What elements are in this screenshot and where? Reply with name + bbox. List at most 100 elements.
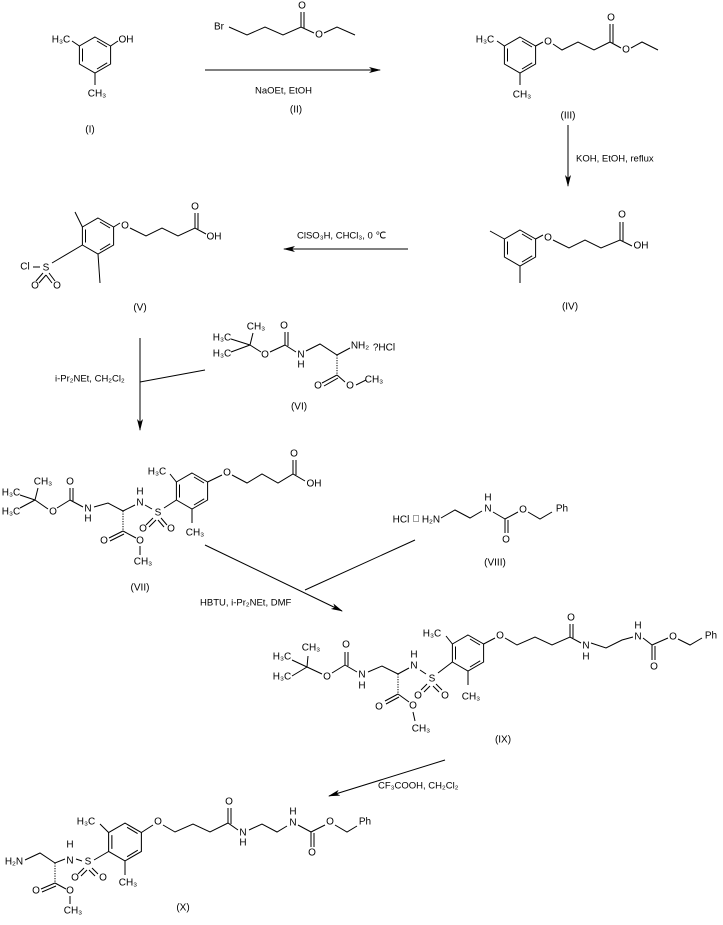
compound-label: (V) [133, 303, 146, 314]
benzene-ring [451, 634, 485, 672]
atom-label: O [342, 640, 350, 651]
atom-label: O [323, 672, 331, 683]
atom-label: O [544, 233, 552, 244]
reaction-arrow [204, 544, 343, 612]
atom-label: O [31, 281, 39, 292]
atom-label: NH₂ [351, 341, 369, 352]
compound-label: (VIII) [484, 558, 506, 569]
atom-label: N [289, 818, 296, 829]
atom-label: O [121, 221, 129, 232]
atom-label: O [100, 536, 108, 547]
atom-label: CH₃ [247, 322, 266, 333]
atom-label: S [429, 674, 436, 685]
atom-label: N [66, 856, 73, 867]
atom-label: CH₃ [412, 724, 431, 735]
bonds [24, 808, 358, 904]
atom-label: CH₃ [88, 89, 107, 100]
atom-label: O [326, 817, 334, 828]
atom-label: OH [119, 35, 134, 46]
atom-label: O [375, 702, 383, 713]
compound-label: (IV) [562, 302, 578, 313]
atom-label: O [496, 631, 504, 642]
atom-label: O [53, 281, 61, 292]
atom-label: O [519, 505, 527, 516]
atom-label: □ [413, 514, 419, 525]
benzene-ring [81, 217, 115, 255]
atom-label: CH₃ [513, 90, 532, 101]
reagent-label: NaOEt, EtOH [255, 86, 312, 97]
atom-label: Ph [556, 504, 568, 515]
atom-label: H [66, 840, 73, 851]
atom-label: CH₃ [64, 906, 83, 917]
atom-label: H [84, 514, 91, 525]
atom-label: O [261, 350, 269, 361]
atom-label: O [136, 536, 144, 547]
compound-I: OH H₃C CH₃ (I) [52, 35, 134, 136]
atom-label: H [582, 652, 589, 663]
atom-label: OH [307, 479, 322, 490]
reagent-label: ClSO₃H, CHCl₃, 0 ℃ [297, 231, 386, 242]
atom-label: CH₃ [365, 375, 384, 386]
reagent-join-line [304, 539, 416, 591]
bonds [496, 24, 659, 85]
atom-label: O [191, 202, 199, 213]
compound-VI: H₃C H₃C CH₃ O O N H NH₂ ?HCl O O CH₃ (VI… [213, 321, 395, 413]
bonds [230, 332, 367, 387]
atom-label: N [297, 350, 304, 361]
atom-label: O [618, 210, 626, 221]
compound-IX: H₃C H₃C CH₃ O O N H N H S O O O O CH₃ H₃… [273, 613, 717, 746]
atom-label: O [567, 613, 575, 624]
atom-label: CH₃ [462, 692, 481, 703]
atom-label: O [71, 873, 79, 884]
atom-label: Cl [20, 262, 29, 273]
atom-label: O [66, 886, 74, 897]
atom-label: O [502, 535, 510, 546]
atom-label: H₃C [52, 35, 71, 46]
atom-label: OH [207, 232, 222, 243]
atom-label: OH [634, 241, 649, 252]
reagent-label: KOH, EtOH, reflux [576, 154, 654, 165]
atom-label: O [139, 524, 147, 535]
atom-label: Ph [705, 631, 717, 642]
atom-label: H₃C [423, 629, 442, 640]
atom-label: HCl [393, 515, 410, 526]
atom-label: N [84, 504, 91, 515]
atom-label: H [289, 807, 296, 818]
atom-label: O [290, 449, 298, 460]
atom-label: O [669, 632, 677, 643]
atom-label: H [634, 621, 641, 632]
atom-label: H [239, 838, 246, 849]
atom-label: Br [214, 22, 225, 33]
atom-label: H₃C [213, 333, 232, 344]
bonds [228, 12, 356, 36]
compound-II: Br O O (II) [214, 1, 356, 116]
atom-label: H₃C [273, 672, 292, 683]
atom-label: CH₃ [34, 477, 53, 488]
atom-label: H [410, 650, 417, 661]
atom-label: Ph [359, 817, 371, 828]
atom-label: H₃C [213, 349, 232, 360]
reagent-join-line [139, 369, 206, 383]
compound-VII: H₃C H₃C CH₃ O O N H N H S O O O O CH₃ H₃… [2, 449, 322, 594]
atom-label: H₂N [5, 857, 23, 868]
compound-label: (IX) [495, 735, 511, 746]
atom-label: S [43, 263, 50, 274]
compound-V: O O OH S Cl O O (V) [20, 202, 221, 314]
compound-X: H₂N N H S O O O O CH₃ H₃C CH₃ O O N H N … [5, 797, 371, 917]
reagent-label: i-Pr₂NEt, CH₂Cl₂ [55, 374, 125, 385]
compound-label: (I) [85, 125, 94, 136]
atom-label: O [409, 701, 417, 712]
atom-label: O [414, 691, 422, 702]
atom-label: O [607, 13, 615, 24]
benzene-ring [78, 36, 112, 74]
atom-label: O [225, 797, 233, 808]
compound-label: (VI) [291, 402, 307, 413]
atom-label: O [280, 321, 288, 332]
compound-label: (II) [290, 105, 302, 116]
atom-label: H [136, 487, 143, 498]
compound-VIII: HCl □ H₂N N H O O Ph (VIII) [393, 493, 568, 569]
atom-label: N [136, 498, 143, 509]
atom-label: N [239, 828, 246, 839]
atom-label: S [85, 857, 92, 868]
